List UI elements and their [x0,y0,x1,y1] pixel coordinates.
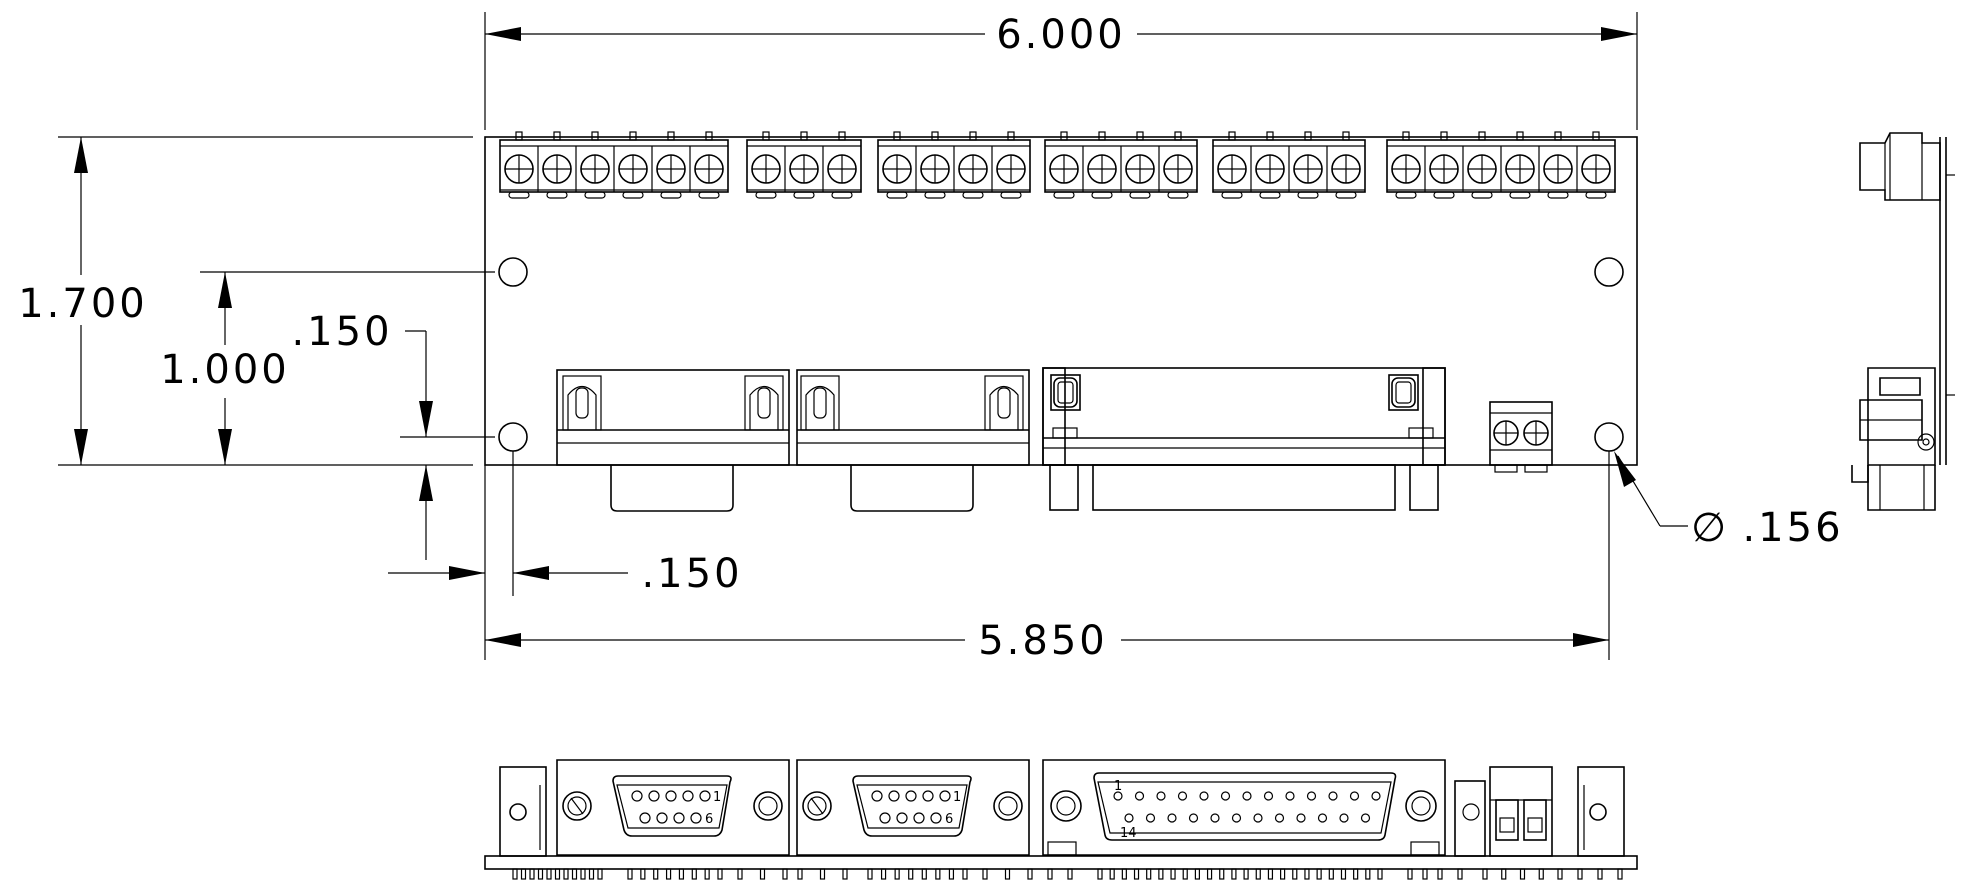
dim-hole-horizontal-spacing: 5.850 [978,618,1108,664]
terminal-block-2 [746,131,862,199]
db9-1-pin-1-label: 1 [713,790,721,805]
db9-connector-2-front: 1 6 [796,759,1030,856]
db9-2-pin-1-label: 1 [953,790,961,805]
dim-overall-height: 1.700 [18,281,148,327]
terminal-blocks [499,131,1616,199]
board-outline [484,136,1638,466]
dim-hole-diameter: .156 [1742,505,1843,551]
dim-overall-width: 6.000 [996,12,1126,58]
db9-connector-1-front: 1 6 [556,759,790,856]
db9-connector-1-top [556,369,790,512]
dim-hole-offset-bottom: .150 [291,309,392,355]
db25-pins [1113,791,1381,823]
mounting-hole-top-right [1594,257,1624,287]
db9-2-pin-6-label: 6 [945,812,953,827]
mounting-hole-bottom-right [1594,422,1624,452]
terminal-block-3 [877,131,1031,199]
top-view [484,131,1638,512]
db9-2-pins [871,790,951,824]
db9-connector-2-top [796,369,1030,512]
power-terminal-front [1489,766,1553,857]
side-view [1851,132,1955,511]
dim-hole-vertical-spacing: 1.000 [160,347,290,393]
mounting-hole-bottom-left [498,422,528,452]
db25-pin-14-label: 14 [1120,826,1137,841]
db25-pin-1-label: 1 [1114,779,1122,794]
dimensions: 6.000 1.700 1.000 .150 .150 [18,12,1843,664]
front-pins [512,868,1623,880]
terminal-block-4 [1044,131,1198,199]
dim-hole-offset-left: .150 [641,551,742,597]
front-view: 1 6 1 6 [484,759,1638,880]
terminal-block-5 [1212,131,1366,199]
mounting-hole-top-left [498,257,528,287]
terminal-block-6 [1386,131,1616,199]
db25-connector-top [1042,367,1446,511]
power-terminal-top [1489,401,1553,473]
db25-connector-front: 1 14 [1042,759,1446,856]
db9-1-pin-6-label: 6 [705,812,713,827]
db9-1-pins [631,790,711,824]
terminal-block-1 [499,131,729,199]
dim-hole-diameter-symbol: ∅ [1691,505,1729,551]
